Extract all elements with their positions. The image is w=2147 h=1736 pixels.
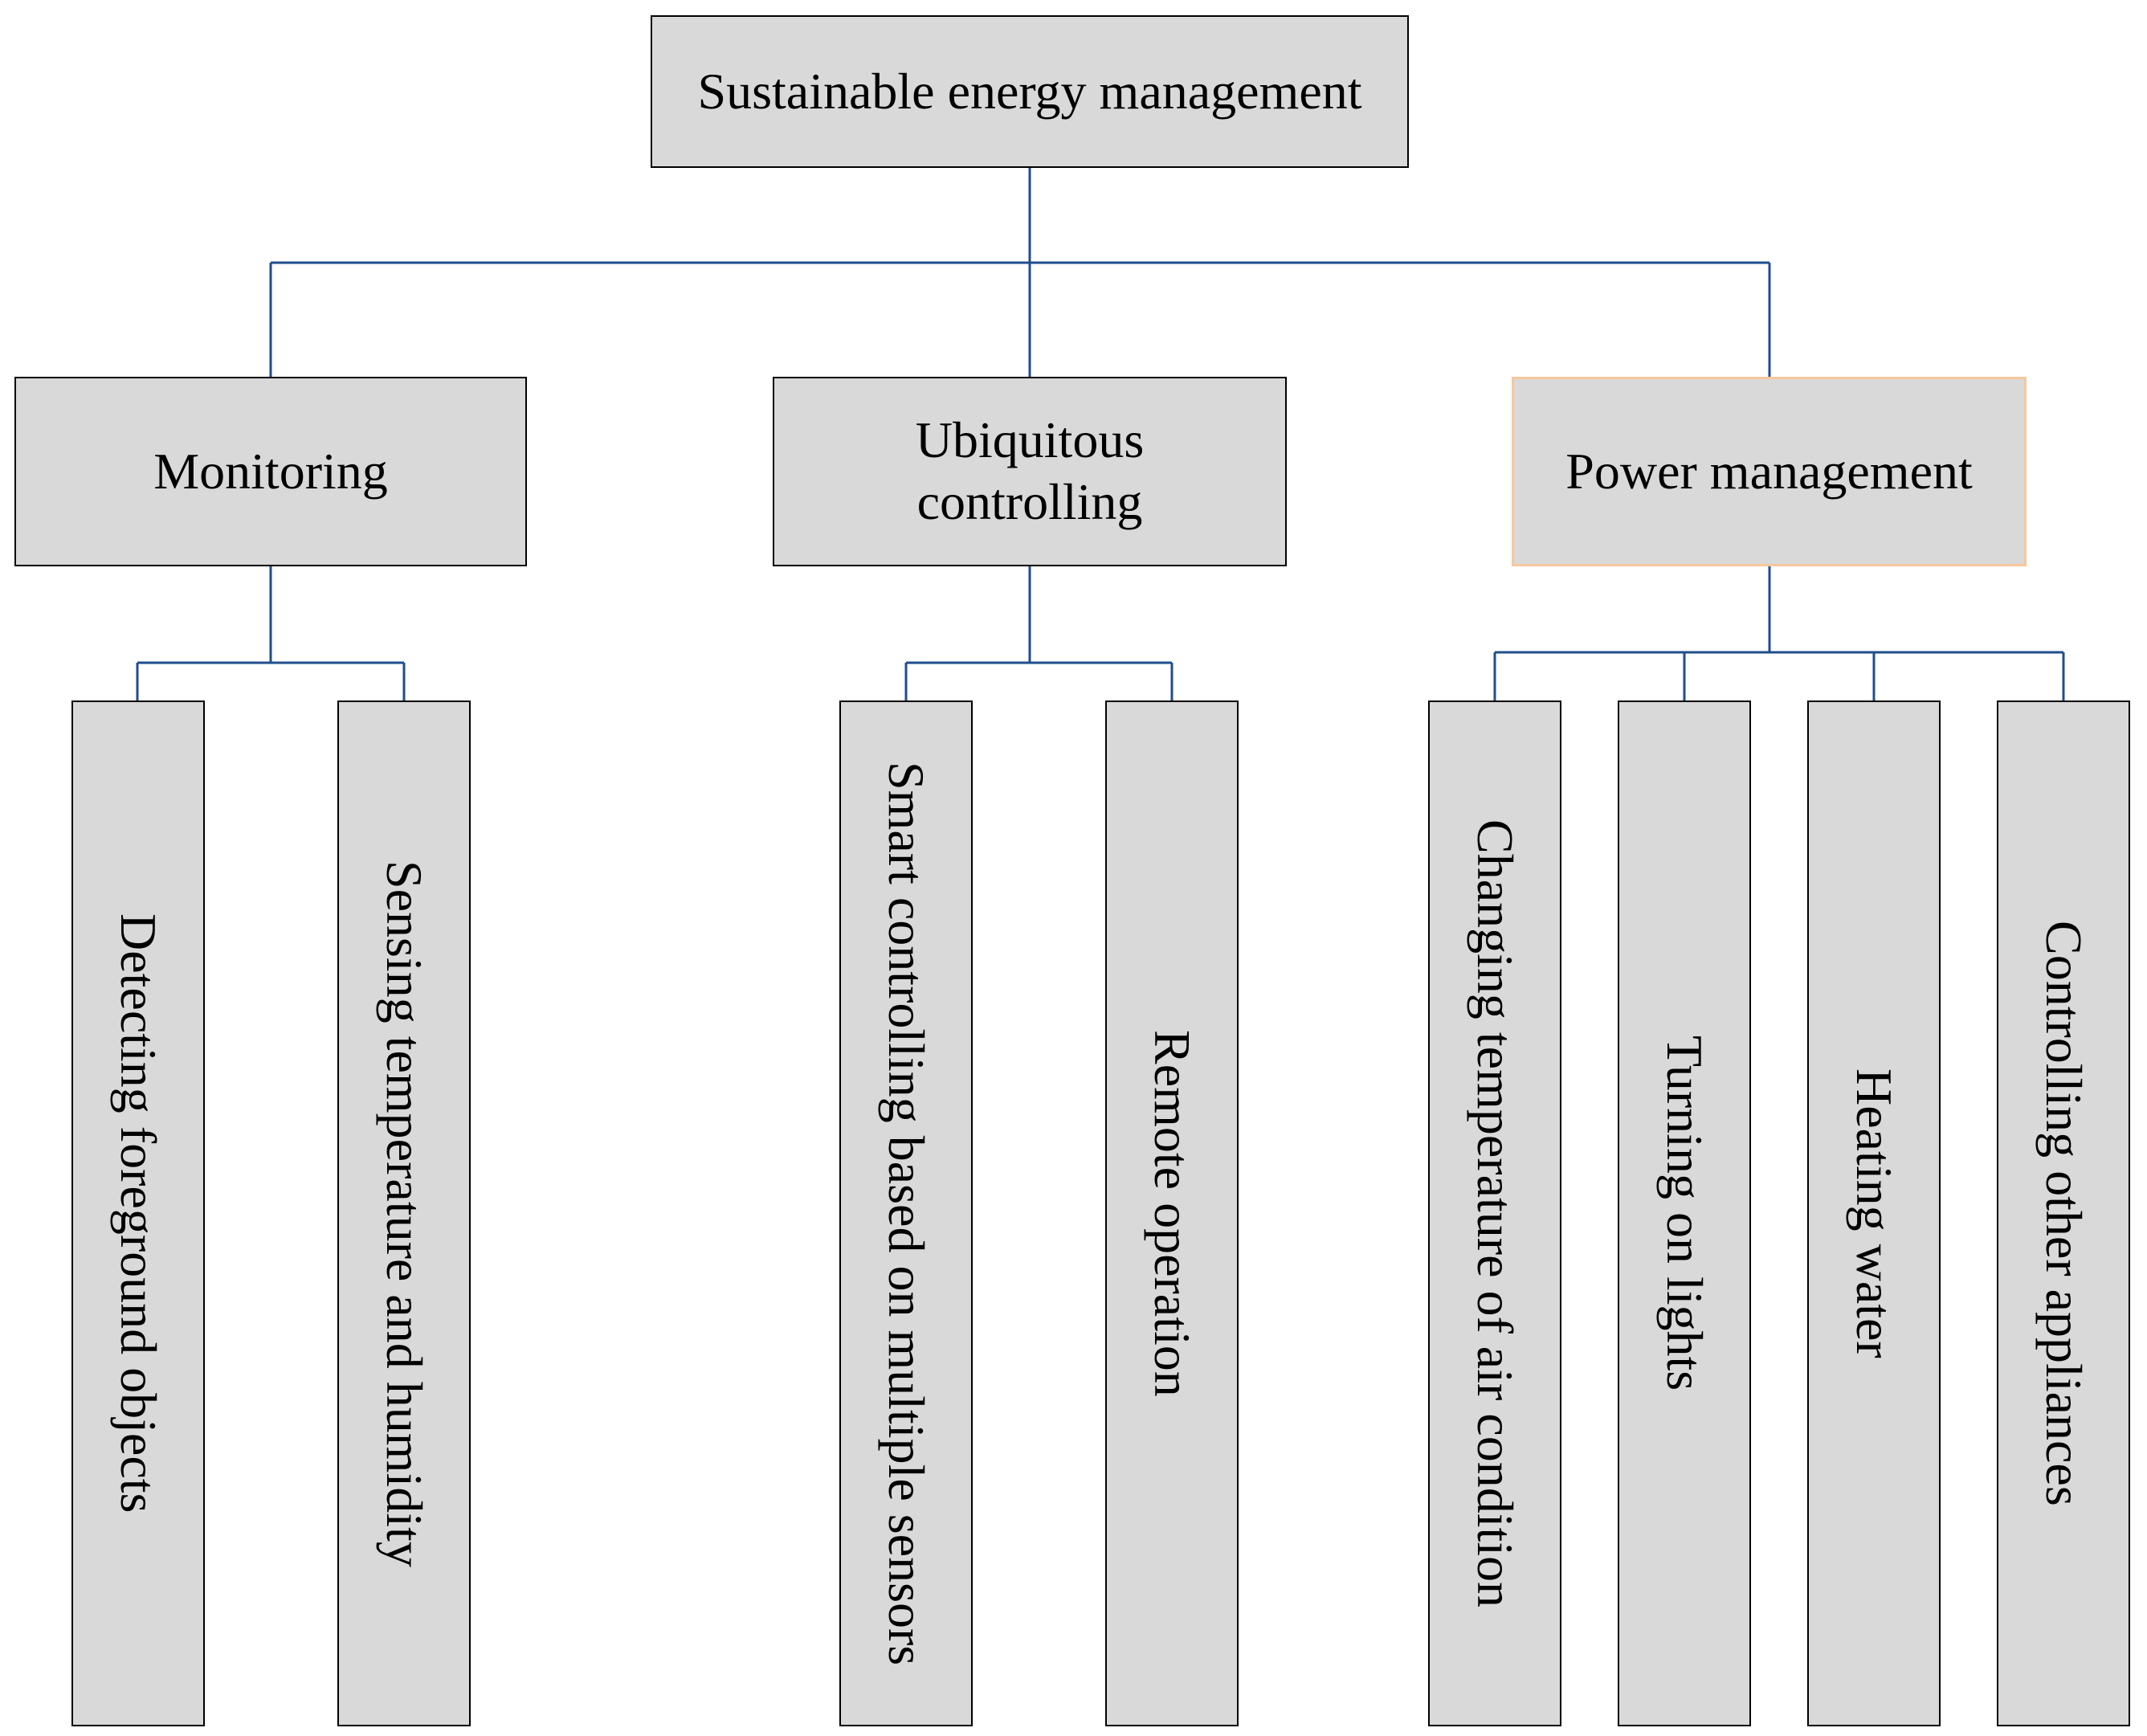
leaf-label: Detecting foreground objects — [110, 913, 167, 1513]
leaf-turning-on-lights: Turning on lights — [1618, 701, 1751, 1726]
leaf-label: Changing temperature of air condition — [1467, 819, 1524, 1608]
root-label: Sustainable energy management — [697, 62, 1362, 120]
leaf-label: Smart controlling based on multiple sens… — [878, 761, 935, 1666]
leaf-detecting-foreground-objects: Detecting foreground objects — [71, 701, 205, 1726]
root-node: Sustainable energy management — [651, 15, 1409, 168]
leaf-smart-controlling: Smart controlling based on multiple sens… — [839, 701, 973, 1726]
leaf-label: Remote operation — [1144, 1030, 1201, 1397]
leaf-sensing-temperature-humidity: Sensing temperature and humidity — [337, 701, 471, 1726]
category-label: Power management — [1565, 442, 1973, 500]
leaf-label: Sensing temperature and humidity — [376, 860, 433, 1567]
leaf-label: Turning on lights — [1656, 1035, 1713, 1391]
leaf-label: Controlling other appliances — [2035, 921, 2092, 1506]
leaf-changing-temperature-air-condition: Changing temperature of air condition — [1428, 701, 1561, 1726]
leaf-controlling-other-appliances: Controlling other appliances — [1997, 701, 2130, 1726]
category-power-management: Power management — [1512, 377, 2027, 566]
category-label: Monitoring — [153, 442, 388, 500]
category-monitoring: Monitoring — [14, 377, 527, 566]
leaf-label: Heating water — [1846, 1068, 1903, 1358]
category-label: Ubiquitous controlling — [915, 411, 1145, 530]
category-ubiquitous-controlling: Ubiquitous controlling — [773, 377, 1287, 566]
leaf-heating-water: Heating water — [1807, 701, 1941, 1726]
leaf-remote-operation: Remote operation — [1105, 701, 1239, 1726]
